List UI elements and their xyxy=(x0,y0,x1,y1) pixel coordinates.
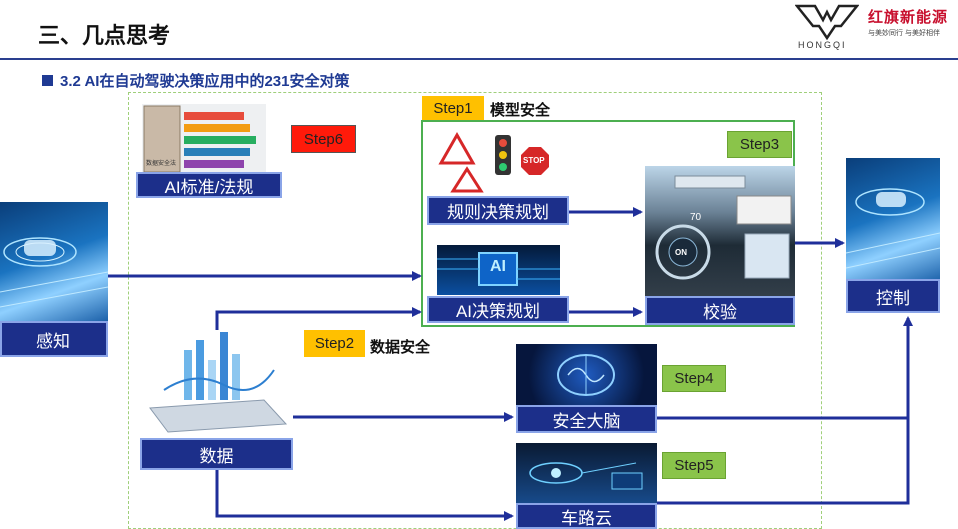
verification-box: 校验 xyxy=(645,296,795,325)
v2x-cloud-image xyxy=(516,443,657,503)
dashboard-icon xyxy=(655,175,792,280)
v2x-network-icon xyxy=(529,462,643,490)
subtitle-bullet xyxy=(42,75,53,86)
car-control-icon xyxy=(846,188,940,269)
car-sensing-icon xyxy=(0,237,108,308)
dashboard-on: ON xyxy=(675,248,687,257)
safety-brain-image xyxy=(516,344,657,406)
step4-badge: Step4 xyxy=(662,365,726,392)
data-image xyxy=(144,330,290,434)
ai-chip-text: AI xyxy=(490,258,506,275)
step3-badge: Step3 xyxy=(727,131,792,158)
brain-icon xyxy=(557,354,615,396)
ai-chip-icon xyxy=(437,252,560,286)
traffic-signs-image: STOP xyxy=(437,129,557,193)
dashboard-speed: 70 xyxy=(690,212,702,223)
hongqi-logo-icon xyxy=(795,4,859,41)
traffic-signs-icon xyxy=(438,131,549,193)
arrow-data-to-ai xyxy=(215,307,422,330)
brand-name: 红旗新能源 xyxy=(868,9,949,26)
brand-slogan: 与美妙同行 与美好相伴 xyxy=(868,30,940,37)
step2-badge: Step2 xyxy=(304,330,365,357)
step5-badge: Step5 xyxy=(662,452,726,479)
page-title: 三、几点思考 xyxy=(38,23,171,48)
data-tablet-icon xyxy=(149,332,288,433)
standards-image: 数据安全法 xyxy=(142,104,266,174)
step6-badge: Step6 xyxy=(291,125,356,153)
standards-box: AI标准/法规 xyxy=(136,172,282,198)
section-subtitle: 3.2 AI在自动驾驶决策应用中的231安全对策 xyxy=(60,73,350,90)
step1-badge: Step1 xyxy=(422,96,484,120)
stop-sign-text: STOP xyxy=(523,156,545,165)
title-divider xyxy=(0,58,958,60)
law-book-icon xyxy=(143,105,256,173)
arrow-data-to-cloud xyxy=(215,470,514,521)
v2x-cloud-box: 车路云 xyxy=(516,503,657,529)
safety-brain-box: 安全大脑 xyxy=(516,405,657,433)
step1-label: 模型安全 xyxy=(490,102,551,119)
dashboard-image: 70 ON xyxy=(645,166,795,298)
book-cover-text: 数据安全法 xyxy=(146,161,177,167)
rule-planning-box: 规则决策规划 xyxy=(427,196,569,225)
perception-image xyxy=(0,202,108,322)
brand-logo-text: HONGQI xyxy=(798,40,847,50)
control-image xyxy=(846,158,940,282)
step2-label: 数据安全 xyxy=(370,339,431,356)
ai-planning-box: AI决策规划 xyxy=(427,296,569,323)
perception-box: 感知 xyxy=(0,321,108,357)
data-box: 数据 xyxy=(140,438,293,470)
ai-chip-image: AI xyxy=(437,245,560,295)
arrow-cloud-to-control xyxy=(657,316,913,505)
control-box: 控制 xyxy=(846,279,940,313)
